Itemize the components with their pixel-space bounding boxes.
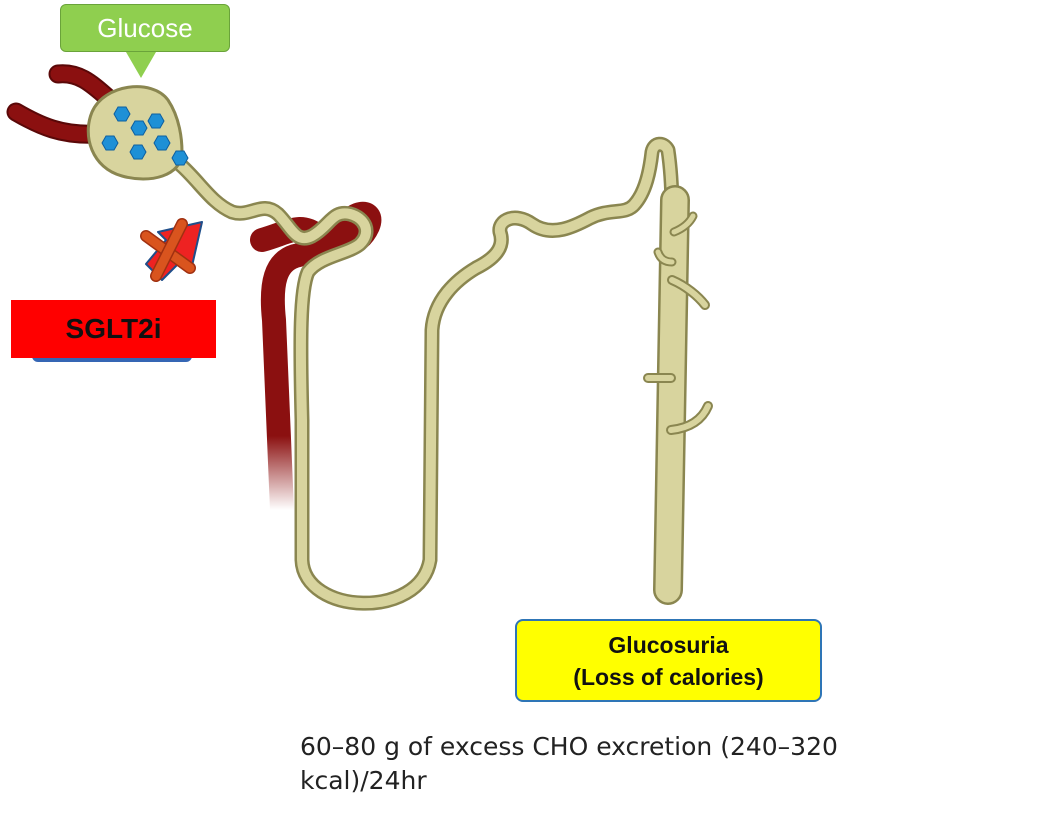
nephron-tubule (160, 144, 672, 603)
glucose-label: Glucose (97, 13, 192, 44)
hexagon-icon (172, 151, 188, 165)
collecting-duct (648, 200, 708, 590)
excretion-note: 60–80 g of excess CHO excretion (240–320… (300, 730, 920, 798)
inhibitor-label: SGLT2i (66, 313, 162, 345)
outcome-subtitle: (Loss of calories) (517, 661, 820, 693)
hexagon-icon (154, 136, 170, 150)
glucose-label-pointer (126, 52, 156, 78)
hexagon-icon (114, 107, 130, 121)
outcome-title: Glucosuria (517, 629, 820, 661)
hexagon-icon (130, 145, 146, 159)
hexagon-icon (148, 114, 164, 128)
hexagon-icon (131, 121, 147, 135)
hexagon-icon (102, 136, 118, 150)
outcome-box: Glucosuria (Loss of calories) (515, 619, 822, 702)
glucose-label-box: Glucose (60, 4, 230, 52)
inhibitor-label-box: SGLT2i (11, 300, 216, 358)
